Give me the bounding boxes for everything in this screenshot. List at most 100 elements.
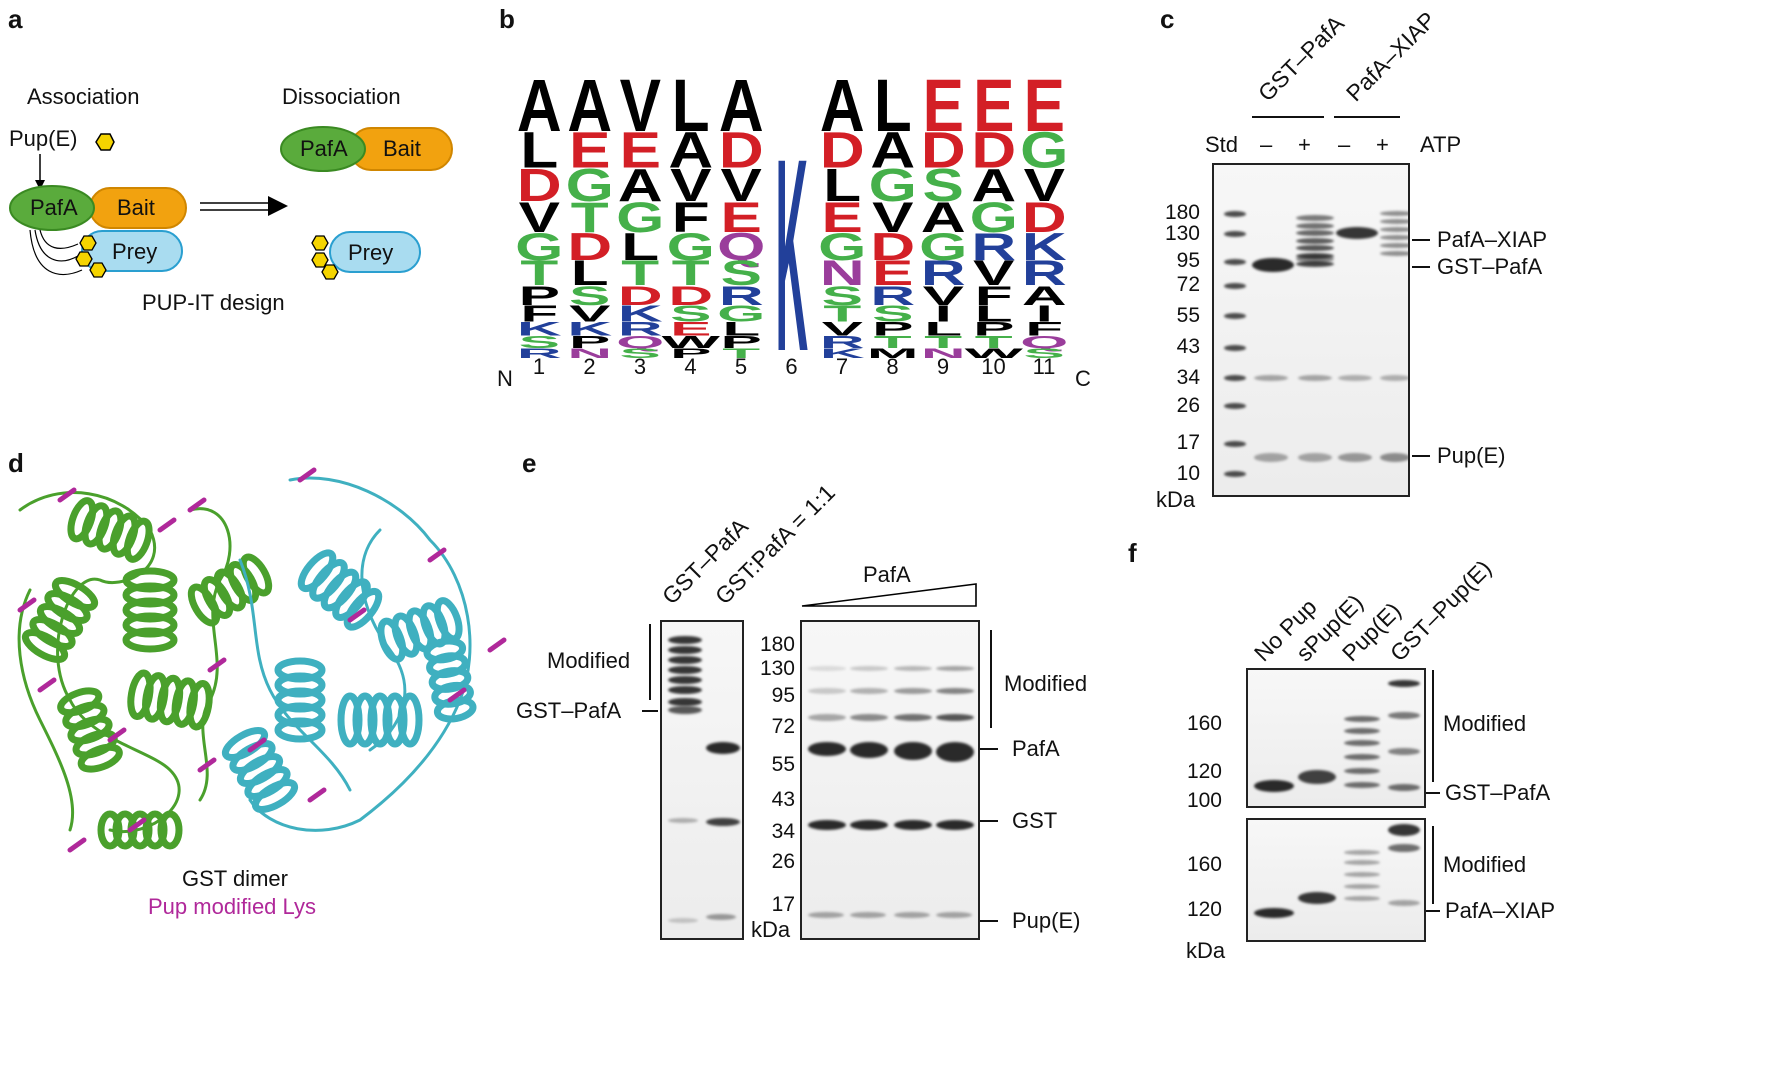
gel-band [1380, 375, 1408, 381]
gel-band [668, 686, 702, 694]
gel-band [668, 918, 698, 923]
gel-band [706, 742, 740, 754]
marker-label-c: 55 [1176, 304, 1200, 327]
logo-letter: V [822, 318, 864, 340]
kda-label-c: kDa [1156, 487, 1196, 512]
gel-band [706, 914, 736, 920]
coil-ribbon [248, 476, 472, 832]
panel-label-b: b [499, 4, 515, 34]
gel-band [1380, 235, 1408, 240]
gel-band [894, 912, 930, 918]
logo-letter: I [1036, 301, 1053, 327]
logo-letter: G [1020, 122, 1068, 178]
logo-letter: G [717, 301, 765, 327]
gel-band [1336, 227, 1378, 239]
gel-band [1224, 313, 1246, 319]
logo-letter: L [621, 225, 659, 269]
logo-letter: S [721, 253, 762, 293]
gel-band [1344, 850, 1380, 855]
pafa-text-dissociated: PafA [300, 136, 348, 161]
atp-sign-3: – [1338, 132, 1351, 157]
n-terminus-label: N [497, 366, 513, 391]
logo-letter: V [1024, 159, 1066, 212]
gel-band [1252, 258, 1294, 272]
logo-letter: M [867, 346, 919, 361]
marker-label-e: 95 [771, 684, 795, 707]
gel-band [936, 714, 974, 721]
logo-letter: P [872, 318, 913, 340]
gel-band [808, 666, 846, 671]
marker-label-e: 43 [771, 788, 795, 811]
gst-label-e: GST [1012, 808, 1058, 833]
gel-band [936, 742, 974, 762]
bait-text: Bait [117, 195, 155, 220]
group-label-gst-pafa: GST–PafA [1252, 10, 1350, 107]
gel-band [1344, 884, 1380, 889]
marker-label-e: 72 [771, 715, 795, 738]
gel-band [850, 666, 888, 671]
helix-ribbon [57, 687, 123, 773]
pup-hexagon-icon [95, 133, 115, 151]
modified-label-f-bottom: Modified [1443, 852, 1527, 877]
gel-band [1380, 251, 1408, 256]
lys-sidechain [197, 757, 217, 773]
marker-label-c: 130 [1164, 222, 1200, 245]
logo-letter: K [618, 301, 663, 327]
gel-band [1224, 283, 1246, 289]
marker-label-e: 55 [771, 753, 795, 776]
gel-band [1338, 453, 1372, 462]
c-terminus-label: C [1075, 366, 1091, 391]
pafa-gradient-triangle [801, 583, 977, 607]
logo-letter: A [820, 65, 865, 147]
gel-band [1344, 860, 1380, 865]
gel-band [894, 742, 932, 760]
prey-shape [81, 230, 183, 272]
panel-label-a: a [8, 4, 23, 34]
logo-letter: S [569, 281, 610, 311]
gel-band [936, 688, 974, 694]
marker-label-e: 17 [771, 893, 795, 916]
logo-letter: K [517, 318, 562, 340]
gel-band [1344, 768, 1380, 774]
helix-ribbon [122, 567, 178, 653]
association-title: Association [27, 84, 140, 109]
panel-label-d: d [8, 448, 24, 478]
gel-band [1296, 261, 1334, 267]
gel-band [668, 636, 702, 644]
logo-letter: S [822, 281, 863, 311]
logo-letter: F [672, 194, 710, 241]
marker-label-e: 34 [771, 820, 795, 843]
gel-band [1296, 215, 1334, 221]
logo-letter: L [722, 318, 760, 340]
logo-letter: V [670, 159, 712, 212]
logo-letter: G [970, 194, 1018, 241]
pafa-shape [9, 185, 95, 231]
helix-ribbon [187, 553, 273, 627]
marker-label-f: 120 [1186, 898, 1222, 921]
helix-ribbon [297, 549, 383, 631]
lys-sidechain [307, 787, 327, 803]
logo-letter: F [520, 301, 558, 327]
gel-band [668, 646, 702, 654]
logo-letter: R [921, 253, 966, 293]
pafa-label-e: PafA [1012, 736, 1060, 761]
lys-sidechain [207, 657, 227, 673]
gst-dimer-structure [17, 467, 507, 853]
lys-sidechain [67, 837, 87, 853]
marker-label-e: 130 [759, 657, 795, 680]
logo-letter: D [668, 281, 713, 311]
marker-label-c: 43 [1176, 335, 1200, 358]
pup-label-e: Pup(E) [1012, 908, 1081, 933]
gel-band [1298, 453, 1332, 462]
coil-ribbon [238, 558, 352, 792]
atp-sign-1: – [1260, 132, 1273, 157]
logo-letter: V [519, 194, 561, 241]
logo-letter: A [921, 194, 966, 241]
logo-letter: R [517, 346, 562, 361]
logo-letter: T [975, 332, 1013, 352]
kda-label-f: kDa [1186, 938, 1226, 963]
lys-sidechain [37, 677, 57, 693]
marker-label-f: 160 [1186, 712, 1222, 735]
bait-text-dissociated: Bait [383, 136, 421, 161]
lys-sidechain [427, 547, 447, 563]
